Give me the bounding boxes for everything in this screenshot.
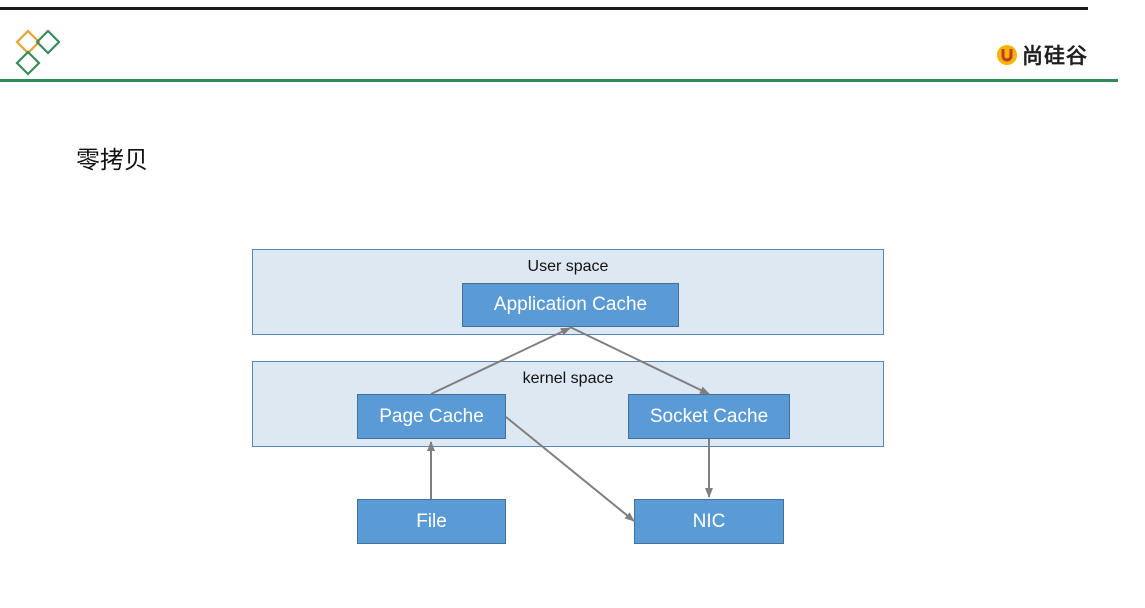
node-file: File [357,499,506,544]
brand-text: 尚硅谷 [1022,44,1088,68]
top-rule [0,7,1088,10]
node-page-cache: Page Cache [357,394,506,439]
brand-logo: 尚硅谷 [996,40,1088,70]
region-label-kernel-space: kernel space [522,370,614,387]
node-nic: NIC [634,499,784,544]
node-application-cache: Application Cache [462,283,679,327]
region-label-user-space: User space [527,258,609,275]
brand-u-icon [997,45,1017,65]
diamond-logo-icon [15,29,61,76]
node-socket-cache: Socket Cache [628,394,790,439]
slide-title: 零拷贝 [76,146,148,174]
header-rule [0,79,1118,82]
